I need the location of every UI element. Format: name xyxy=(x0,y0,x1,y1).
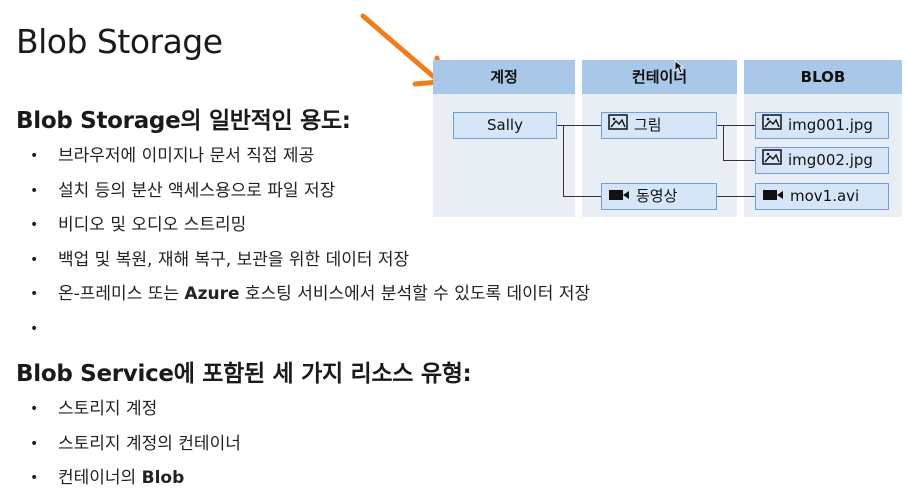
container-header: 컨테이너 xyxy=(582,60,737,94)
page-title: Blob Storage xyxy=(16,22,223,61)
account-header: 계정 xyxy=(433,60,575,94)
container-box-videos: 동영상 xyxy=(601,183,717,210)
video-camera-icon xyxy=(608,184,630,209)
picture-icon xyxy=(608,113,628,138)
connector-line xyxy=(723,160,755,161)
picture-icon xyxy=(762,148,782,173)
connector-line xyxy=(553,125,603,126)
list-item: •스토리지 계정 xyxy=(30,399,158,419)
resource-list: •스토리지 계정 •스토리지 계정의 컨테이너 •컨테이너의 Blob xyxy=(30,392,241,496)
connector-line xyxy=(563,125,564,197)
video-camera-icon xyxy=(762,184,784,209)
blob-box: mov1.avi xyxy=(755,183,889,210)
container-label: 동영상 xyxy=(636,187,678,205)
blob-label: mov1.avi xyxy=(790,187,860,205)
blob-hierarchy-diagram: 계정 컨테이너 BLOB Sally 그림 동영상 img001.jpg img… xyxy=(433,60,902,217)
blob-box: img001.jpg xyxy=(755,112,889,139)
blob-box: img002.jpg xyxy=(755,147,889,174)
list-item: •설치 등의 분산 액세스용으로 파일 저장 xyxy=(30,180,336,201)
usage-list: •브라우저에 이미지나 문서 직접 제공 •설치 등의 분산 액세스용으로 파일… xyxy=(30,139,590,346)
list-item: •비디오 및 오디오 스트리밍 xyxy=(30,215,247,235)
list-item: •브라우저에 이미지나 문서 직접 제공 xyxy=(30,146,315,166)
connector-line xyxy=(717,125,755,126)
list-item: •백업 및 복원, 재해 복구, 보관을 위한 데이터 저장 xyxy=(30,249,410,270)
picture-icon xyxy=(762,113,782,138)
list-item: •온-프레미스 또는 Azure 호스팅 서비스에서 분석할 수 있도록 데이터… xyxy=(30,284,591,304)
container-box-pictures: 그림 xyxy=(601,112,717,139)
blob-label: img001.jpg xyxy=(788,116,873,134)
blob-label: img002.jpg xyxy=(788,151,873,169)
empty-list-item: • xyxy=(30,320,39,337)
blob-header: BLOB xyxy=(744,60,902,94)
account-label: Sally xyxy=(487,116,523,134)
account-box: Sally xyxy=(453,112,557,139)
section-heading-resources: Blob Service에 포함된 세 가지 리소스 유형: xyxy=(16,361,472,387)
list-item: •스토리지 계정의 컨테이너 xyxy=(30,433,241,454)
mouse-cursor-icon xyxy=(674,60,684,74)
section-heading-usage: Blob Storage의 일반적인 용도: xyxy=(16,108,351,134)
connector-line xyxy=(723,125,724,161)
connector-line xyxy=(717,196,755,197)
connector-line xyxy=(563,196,603,197)
list-item: •컨테이너의 Blob xyxy=(30,468,185,488)
container-label: 그림 xyxy=(634,116,662,134)
